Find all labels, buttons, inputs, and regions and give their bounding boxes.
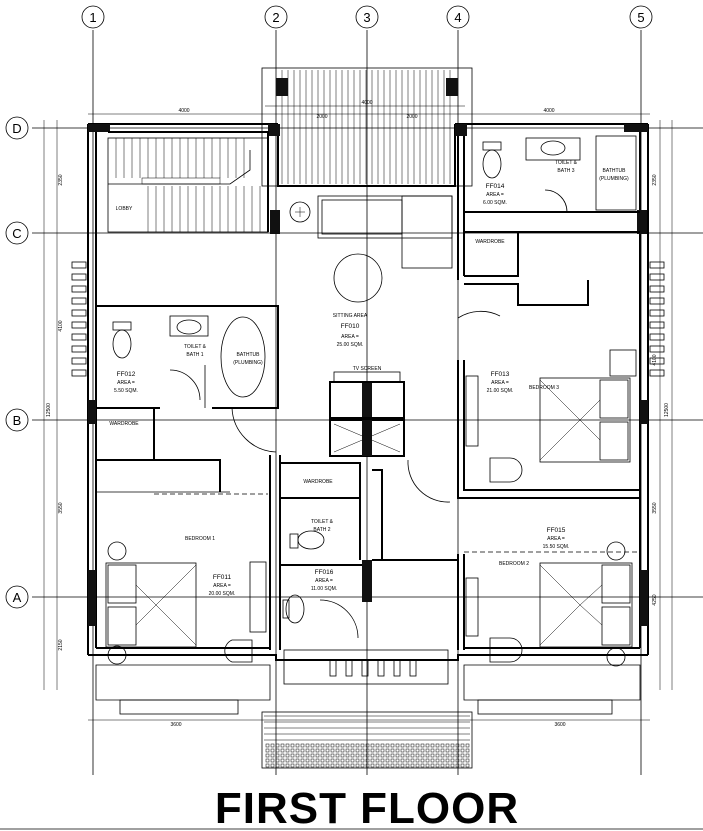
grid-bubble-A: A (13, 590, 22, 605)
label-toilet3-code: FF014 (486, 183, 505, 190)
balcony-louvres (281, 70, 451, 184)
dim-right-1: 2350 (652, 174, 658, 185)
furniture (95, 135, 641, 715)
grid-bubble-3: 3 (363, 10, 370, 25)
label-toilet3-sqm: 6.00 SQM. (483, 200, 507, 206)
label-toilet1-area: AREA = (117, 380, 135, 386)
dim-top-mid-total: 4000 (361, 100, 372, 106)
label-bed1-sqm: 20.00 SQM. (209, 591, 236, 597)
label-bathtub-2b: (PLUMBING) (599, 176, 629, 182)
dim-bottom-left: 3600 (170, 722, 181, 728)
dim-left-3: 3550 (58, 502, 64, 513)
label-bed1-area: AREA = (213, 583, 231, 589)
grid-bubbles: 1 2 3 4 5 D C B A (5, 5, 653, 609)
dimension-labels: 4000 2000 2000 4000 4000 2350 4100 3550 … (46, 100, 670, 728)
fixture-labels: BATHTUB (PLUMBING) BATHTUB (PLUMBING) WA… (109, 168, 629, 485)
interior-walls (96, 131, 640, 650)
label-wardrobe-2: WARDROBE (475, 239, 505, 245)
side-windows (71, 256, 665, 388)
dim-left-total: 12500 (46, 403, 52, 417)
label-sitting-area: AREA = (341, 334, 359, 340)
room-labels: LOBBY SITTING AREA FF010 AREA = 25.00 SQ… (114, 160, 578, 597)
dim-top-mid-2: 2000 (406, 114, 417, 120)
label-toilet2-area: AREA = (315, 578, 333, 584)
label-toilet2-sqm: 11.00 SQM. (311, 586, 337, 592)
door-swings (169, 189, 568, 639)
grid-bubble-C: C (12, 226, 21, 241)
label-tv-screen: TV SCREEN (353, 366, 382, 372)
staircase (115, 138, 261, 232)
grid-bubble-2: 2 (272, 10, 279, 25)
label-toilet1-name: TOILET & (184, 344, 207, 350)
label-toilet3-name: TOILET & (555, 160, 578, 166)
label-toilet2-name2: BATH 2 (313, 527, 330, 533)
drawing-title: FIRST FLOOR (215, 784, 519, 831)
front-railing (329, 659, 417, 677)
label-toilet2-code: FF016 (315, 569, 334, 576)
label-bed3-sqm: 21.00 SQM. (487, 388, 514, 394)
label-toilet3-name2: BATH 3 (557, 168, 574, 174)
dim-right-total: 12500 (664, 403, 670, 417)
label-bed3-name: BEDROOM 3 (529, 385, 559, 391)
dim-right-3: 3550 (652, 502, 658, 513)
grid-bubble-1: 1 (89, 10, 96, 25)
label-toilet2-name: TOILET & (311, 519, 334, 525)
label-sitting-name: SITTING AREA (333, 313, 368, 319)
label-bathtub-1b: (PLUMBING) (233, 360, 263, 366)
label-bed2-name: BEDROOM 2 (499, 561, 529, 567)
label-wardrobe-1: WARDROBE (109, 421, 139, 427)
entrance-steps (261, 711, 473, 769)
label-lobby: LOBBY (116, 206, 133, 212)
label-bed2-code: FF015 (547, 527, 566, 534)
grid-bubble-4: 4 (454, 10, 461, 25)
label-bed3-area: AREA = (491, 380, 509, 386)
dim-left-1: 2350 (58, 174, 64, 185)
grid-bubble-5: 5 (637, 10, 644, 25)
dim-bottom-right: 3600 (554, 722, 565, 728)
grid-bubble-D: D (12, 121, 21, 136)
dim-right-4: 4250 (652, 594, 658, 605)
dim-top-right: 4000 (543, 108, 554, 114)
label-wardrobe-3: WARDROBE (303, 479, 333, 485)
dim-top-mid-1: 2000 (316, 114, 327, 120)
label-bed1-code: FF011 (213, 574, 232, 581)
grid-bubble-B: B (13, 413, 22, 428)
label-sitting-sqm: 25.00 SQM. (337, 342, 364, 348)
label-bed1-name: BEDROOM 1 (185, 536, 215, 542)
label-bathtub-2: BATHTUB (603, 168, 627, 174)
label-bed3-code: FF013 (491, 371, 510, 378)
dim-right-2: 4100 (652, 354, 658, 365)
label-bed2-sqm: 15.50 SQM. (543, 544, 570, 550)
dim-left-4: 2150 (58, 639, 64, 650)
label-toilet1-code: FF012 (117, 371, 136, 378)
label-toilet1-name2: BATH 1 (186, 352, 203, 358)
label-sitting-code: FF010 (341, 323, 360, 330)
label-bed2-area: AREA = (547, 536, 565, 542)
dim-left-2: 4100 (58, 320, 64, 331)
label-toilet3-area: AREA = (486, 192, 504, 198)
label-toilet1-sqm: 5.50 SQM. (114, 388, 138, 394)
dim-top-left: 4000 (178, 108, 189, 114)
dimension-lines (43, 105, 673, 721)
label-bathtub-1: BATHTUB (237, 352, 261, 358)
